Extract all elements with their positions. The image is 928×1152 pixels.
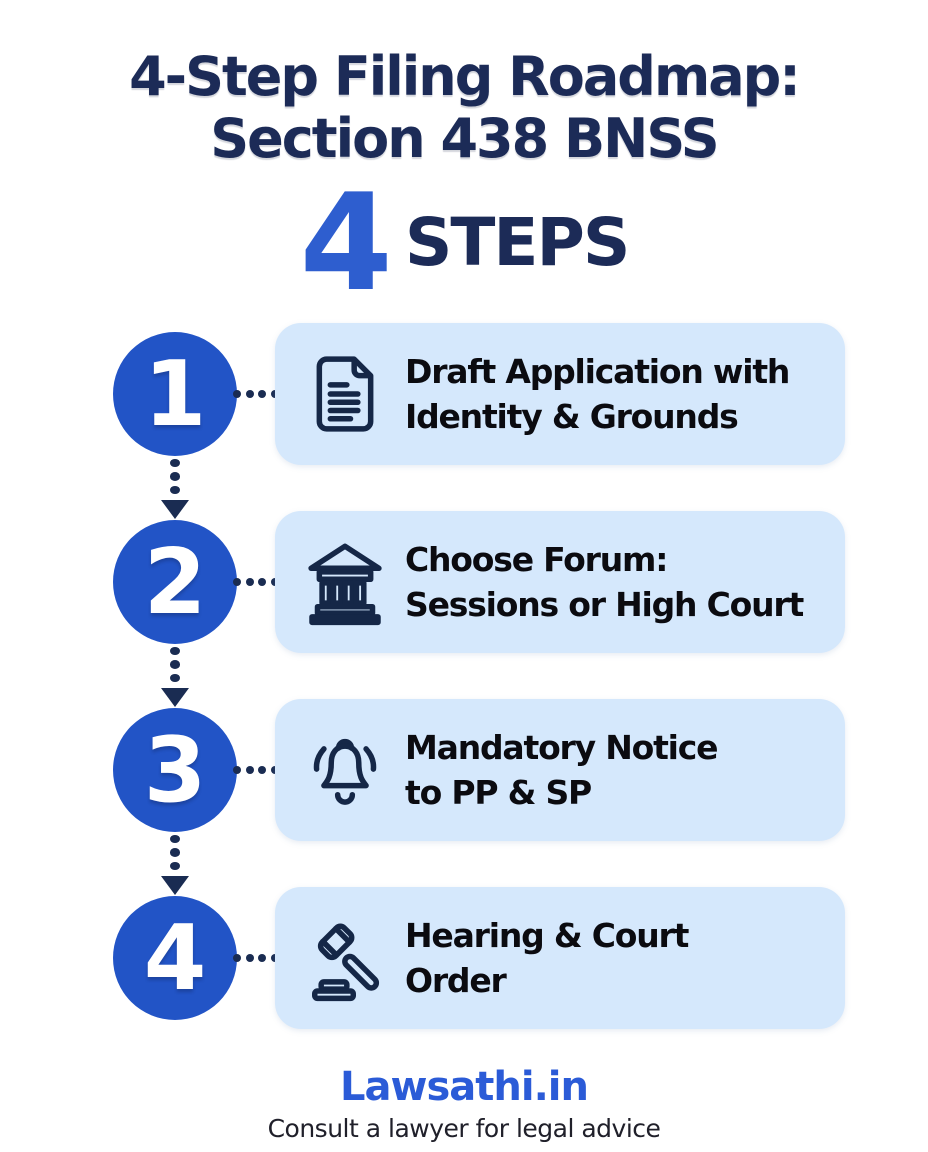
step-2-circle: 2 [113, 520, 237, 644]
gavel-icon [301, 914, 389, 1002]
step-3-dotted-connector [233, 766, 279, 774]
step-2-number: 2 [143, 529, 207, 635]
page-title: 4-Step Filing Roadmap: Section 438 BNSS [0, 46, 928, 170]
arrow-down-icon [161, 499, 189, 519]
step-1-text: Draft Application with Identity & Ground… [405, 352, 790, 436]
steps-count-number: 4 [299, 165, 393, 321]
step-1-number: 1 [143, 341, 207, 447]
arrow-down-icon [161, 687, 189, 707]
step-1-circle: 1 [113, 332, 237, 456]
brand-name: Lawsathi.in [340, 1064, 589, 1110]
step-1-dotted-connector [233, 390, 279, 398]
step-4-number: 4 [143, 905, 207, 1011]
step-2-card: Choose Forum: Sessions or High Court [275, 511, 845, 653]
courthouse-icon [301, 538, 389, 626]
steps-count-banner: 4 STEPS [0, 165, 928, 321]
step-3-text: Mandatory Notice to PP & SP [405, 728, 719, 812]
arrow-down-icon [161, 875, 189, 895]
title-line-1: 4-Step Filing Roadmap: [129, 45, 801, 108]
step-2-text: Choose Forum: Sessions or High Court [405, 540, 804, 624]
connector-3-4 [159, 835, 191, 895]
connector-2-3 [159, 647, 191, 707]
document-icon [301, 350, 389, 438]
connector-1-2 [159, 459, 191, 519]
disclaimer-text: Consult a lawyer for legal advice [267, 1114, 661, 1143]
step-4-text: Hearing & Court Order [405, 916, 689, 1000]
steps-count-label: STEPS [404, 204, 631, 281]
step-4-circle: 4 [113, 896, 237, 1020]
step-3-card: Mandatory Notice to PP & SP [275, 699, 845, 841]
bell-icon [301, 726, 389, 814]
step-4-dotted-connector [233, 954, 279, 962]
step-1-card: Draft Application with Identity & Ground… [275, 323, 845, 465]
step-3-circle: 3 [113, 708, 237, 832]
step-3-number: 3 [143, 717, 207, 823]
step-4-card: Hearing & Court Order [275, 887, 845, 1029]
step-2-dotted-connector [233, 578, 279, 586]
title-line-2: Section 438 BNSS [210, 107, 719, 170]
